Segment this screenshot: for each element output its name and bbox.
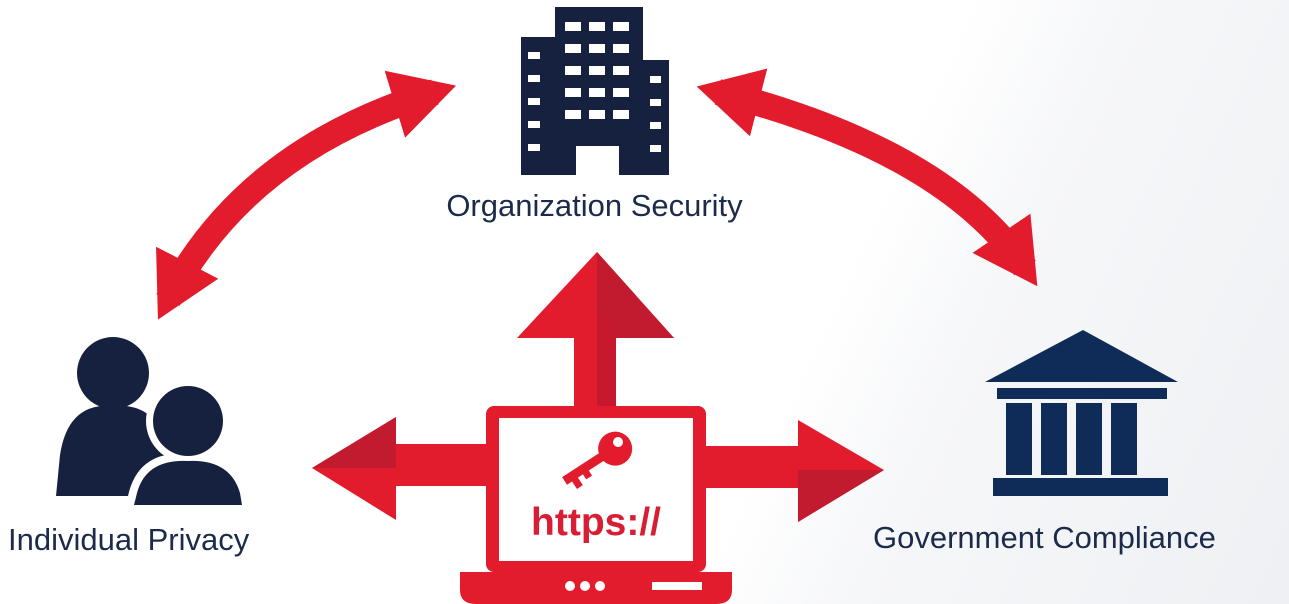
- organization-security-label: Organization Security: [446, 188, 743, 223]
- edge-center-individual: [312, 417, 490, 520]
- government-compliance-label: Government Compliance: [873, 520, 1216, 555]
- https-text: https://: [531, 501, 661, 544]
- edge-center-organization: [517, 252, 674, 410]
- key-icon: [562, 431, 633, 489]
- laptop-icon: [460, 406, 732, 604]
- edge-center-government: [702, 420, 884, 522]
- edge-organization-individual: [156, 70, 457, 320]
- edge-organization-government: [696, 68, 1038, 287]
- users-icon: [56, 337, 252, 512]
- government-building-icon: [985, 330, 1178, 496]
- individual-privacy-label: Individual Privacy: [8, 522, 250, 557]
- building-icon: [521, 7, 669, 175]
